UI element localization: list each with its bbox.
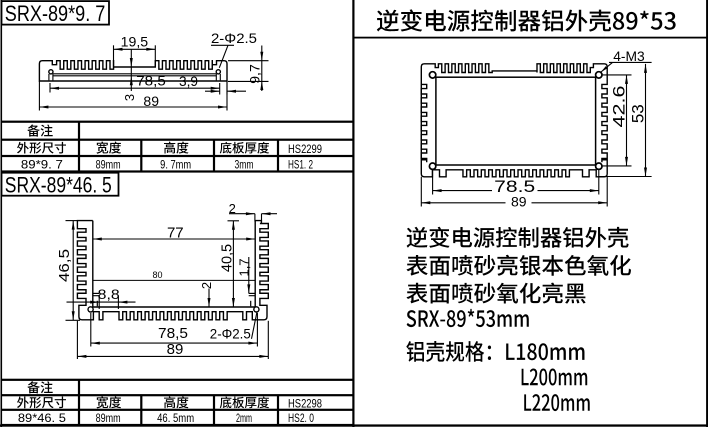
svg-text:19,5: 19,5 <box>121 33 149 49</box>
svg-text:9,7: 9,7 <box>246 64 262 84</box>
svg-text:8,8: 8,8 <box>98 286 120 302</box>
svg-text:53: 53 <box>629 104 648 123</box>
svg-text:SRX-89*9. 7: SRX-89*9. 7 <box>5 1 106 26</box>
svg-text:80: 80 <box>152 270 162 280</box>
svg-text:89mm: 89mm <box>96 411 121 425</box>
svg-text:2-Φ2.5: 2-Φ2.5 <box>211 30 257 46</box>
svg-text:2mm: 2mm <box>236 411 252 425</box>
svg-text:HS2298: HS2298 <box>288 397 322 411</box>
svg-text:2: 2 <box>229 201 236 216</box>
svg-text:HS1. 2: HS1. 2 <box>288 157 313 171</box>
svg-text:42.6: 42.6 <box>611 86 629 128</box>
svg-text:77: 77 <box>167 224 184 241</box>
svg-text:3: 3 <box>122 94 137 101</box>
svg-text:2-Φ2.5: 2-Φ2.5 <box>210 326 251 342</box>
svg-text:9. 7mm: 9. 7mm <box>160 157 191 171</box>
svg-text:1,7: 1,7 <box>236 258 251 276</box>
svg-text:SRX-89*46. 5: SRX-89*46. 5 <box>5 172 112 197</box>
svg-text:89*9. 7: 89*9. 7 <box>21 157 63 171</box>
svg-text:89*46. 5: 89*46. 5 <box>18 411 66 425</box>
svg-text:HS2. 0: HS2. 0 <box>288 411 314 425</box>
svg-text:89: 89 <box>167 341 184 358</box>
svg-text:89: 89 <box>511 193 527 209</box>
svg-text:78,5: 78,5 <box>158 326 188 342</box>
svg-text:89: 89 <box>143 93 159 109</box>
svg-text:78.5: 78.5 <box>494 177 535 196</box>
svg-text:78,5: 78,5 <box>136 73 166 89</box>
svg-text:2: 2 <box>199 282 214 289</box>
svg-text:3mm: 3mm <box>235 157 254 171</box>
svg-text:89mm: 89mm <box>96 157 121 171</box>
svg-text:46,5: 46,5 <box>56 249 73 282</box>
svg-text:46. 5mm: 46. 5mm <box>157 411 194 425</box>
svg-text:3,9: 3,9 <box>179 73 198 89</box>
svg-text:40,5: 40,5 <box>220 244 236 272</box>
svg-text:4-M3: 4-M3 <box>613 48 645 64</box>
svg-text:HS2299: HS2299 <box>288 142 322 156</box>
